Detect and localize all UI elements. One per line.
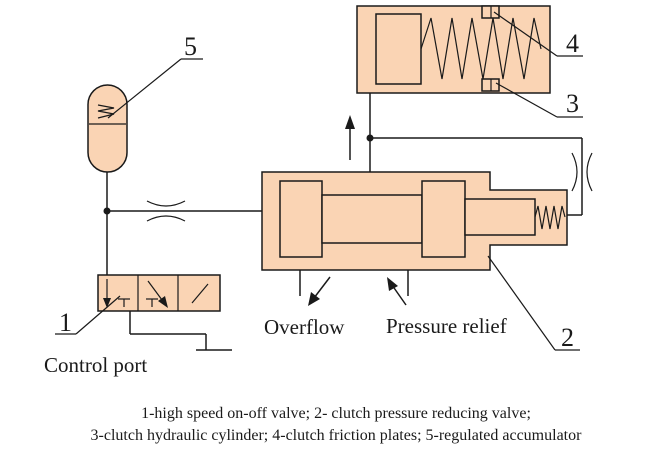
cylinder-piston <box>375 13 422 85</box>
arrow-overflow <box>308 276 331 306</box>
spool-stem <box>321 194 423 244</box>
spool-end <box>464 198 536 236</box>
label-accumulator-5: 5 <box>184 32 197 61</box>
label-control-port: Control port <box>44 353 147 377</box>
accumulator-spring-icon <box>97 104 115 119</box>
junction-dots <box>103 134 374 215</box>
label-plates-4: 4 <box>566 29 579 58</box>
label-cylinder-3: 3 <box>566 89 579 118</box>
cylinder-3 <box>356 5 551 94</box>
caption-line-1: 1-high speed on-off valve; 2- clutch pre… <box>141 405 531 422</box>
arrow-pressure-relief <box>387 277 407 306</box>
valve-middle-cell-arrow-icon <box>146 280 168 308</box>
figure-caption: 1-high speed on-off valve; 2- clutch pre… <box>91 405 583 444</box>
label-overflow: Overflow <box>264 315 345 339</box>
orifice-vertical <box>571 152 593 192</box>
arrow-to-cylinder <box>345 115 355 160</box>
label-pressure-relief: Pressure relief <box>386 314 507 338</box>
label-valve-1: 1 <box>59 308 72 337</box>
junction-dot <box>366 134 374 142</box>
valve-right-cell-solenoid-icon <box>191 283 209 304</box>
spool-land-right <box>421 180 466 258</box>
label-valve-2: 2 <box>561 323 574 352</box>
reducing-valve-2 <box>261 171 568 271</box>
spool-land-left <box>279 180 323 258</box>
caption-line-2: 3-clutch hydraulic cylinder; 4-clutch fr… <box>91 427 583 444</box>
junction-dot <box>103 207 111 215</box>
accumulator-5 <box>87 84 128 173</box>
valve-spring-icon <box>534 205 566 230</box>
orifice-horizontal <box>146 200 186 222</box>
labels: 5 4 3 2 1 Overflow Pressure relief Contr… <box>44 29 579 377</box>
hydraulic-lines <box>106 93 583 351</box>
leader-lines <box>55 11 583 351</box>
on-off-valve-1 <box>97 274 221 312</box>
flow-arrows <box>308 115 407 306</box>
valve-left-cell-arrow-icon <box>103 279 130 308</box>
